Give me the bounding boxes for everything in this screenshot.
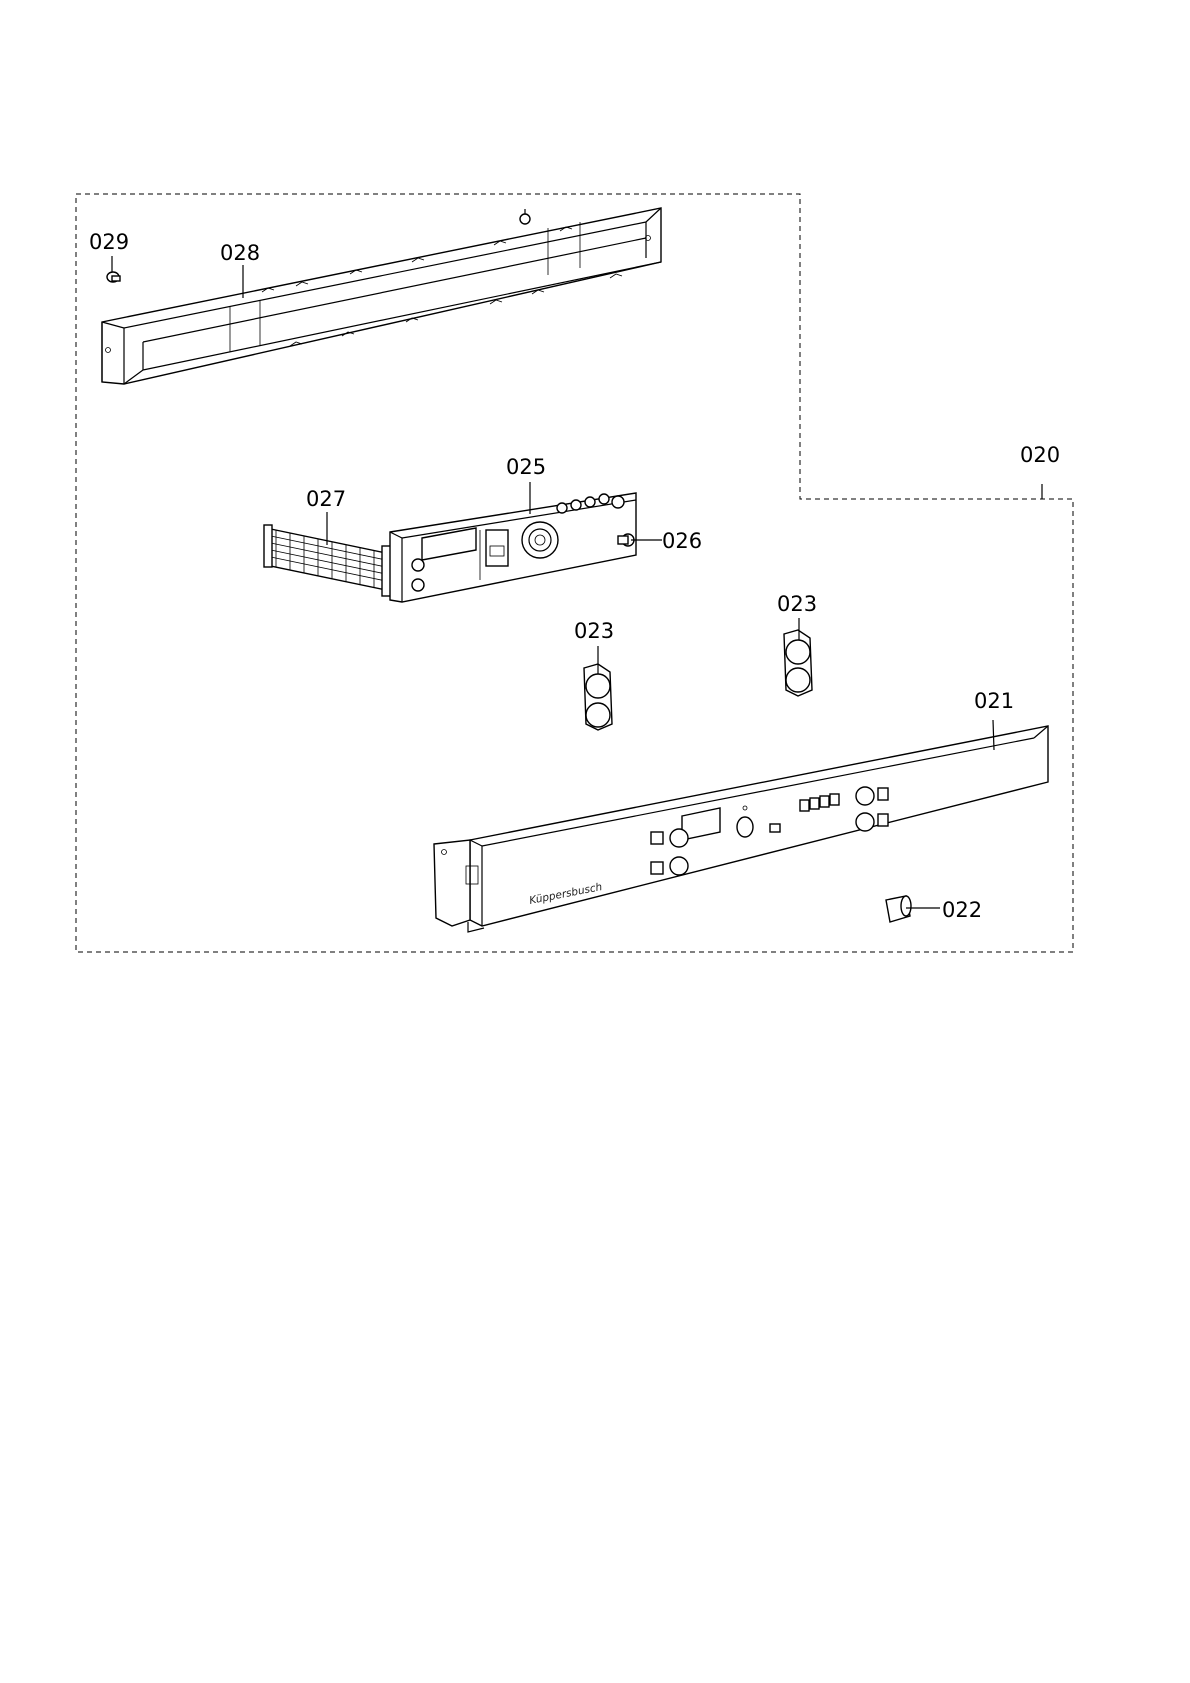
leader-lines xyxy=(111,256,1043,909)
callout-020: 020 xyxy=(1020,443,1060,467)
part-025-circuit-board xyxy=(389,492,637,603)
callout-027: 027 xyxy=(306,487,346,511)
callout-021: 021 xyxy=(974,689,1014,713)
part-021-control-panel: Küppersbusch xyxy=(433,725,1049,933)
assembly-020-boundary xyxy=(75,193,1074,953)
part-022-knob-cap xyxy=(885,895,912,923)
callout-029: 029 xyxy=(89,230,129,254)
part-029-screw xyxy=(106,271,121,283)
callout-028: 028 xyxy=(220,241,260,265)
callout-025: 025 xyxy=(506,455,546,479)
callout-023-left: 023 xyxy=(574,619,614,643)
part-026-post xyxy=(617,533,635,547)
callout-026: 026 xyxy=(662,529,702,553)
part-023-button-pair-right xyxy=(783,629,813,697)
callout-022: 022 xyxy=(942,898,982,922)
part-027-ribbon-cable xyxy=(263,524,395,597)
callout-023-right: 023 xyxy=(777,592,817,616)
part-028-bracket xyxy=(101,207,662,385)
